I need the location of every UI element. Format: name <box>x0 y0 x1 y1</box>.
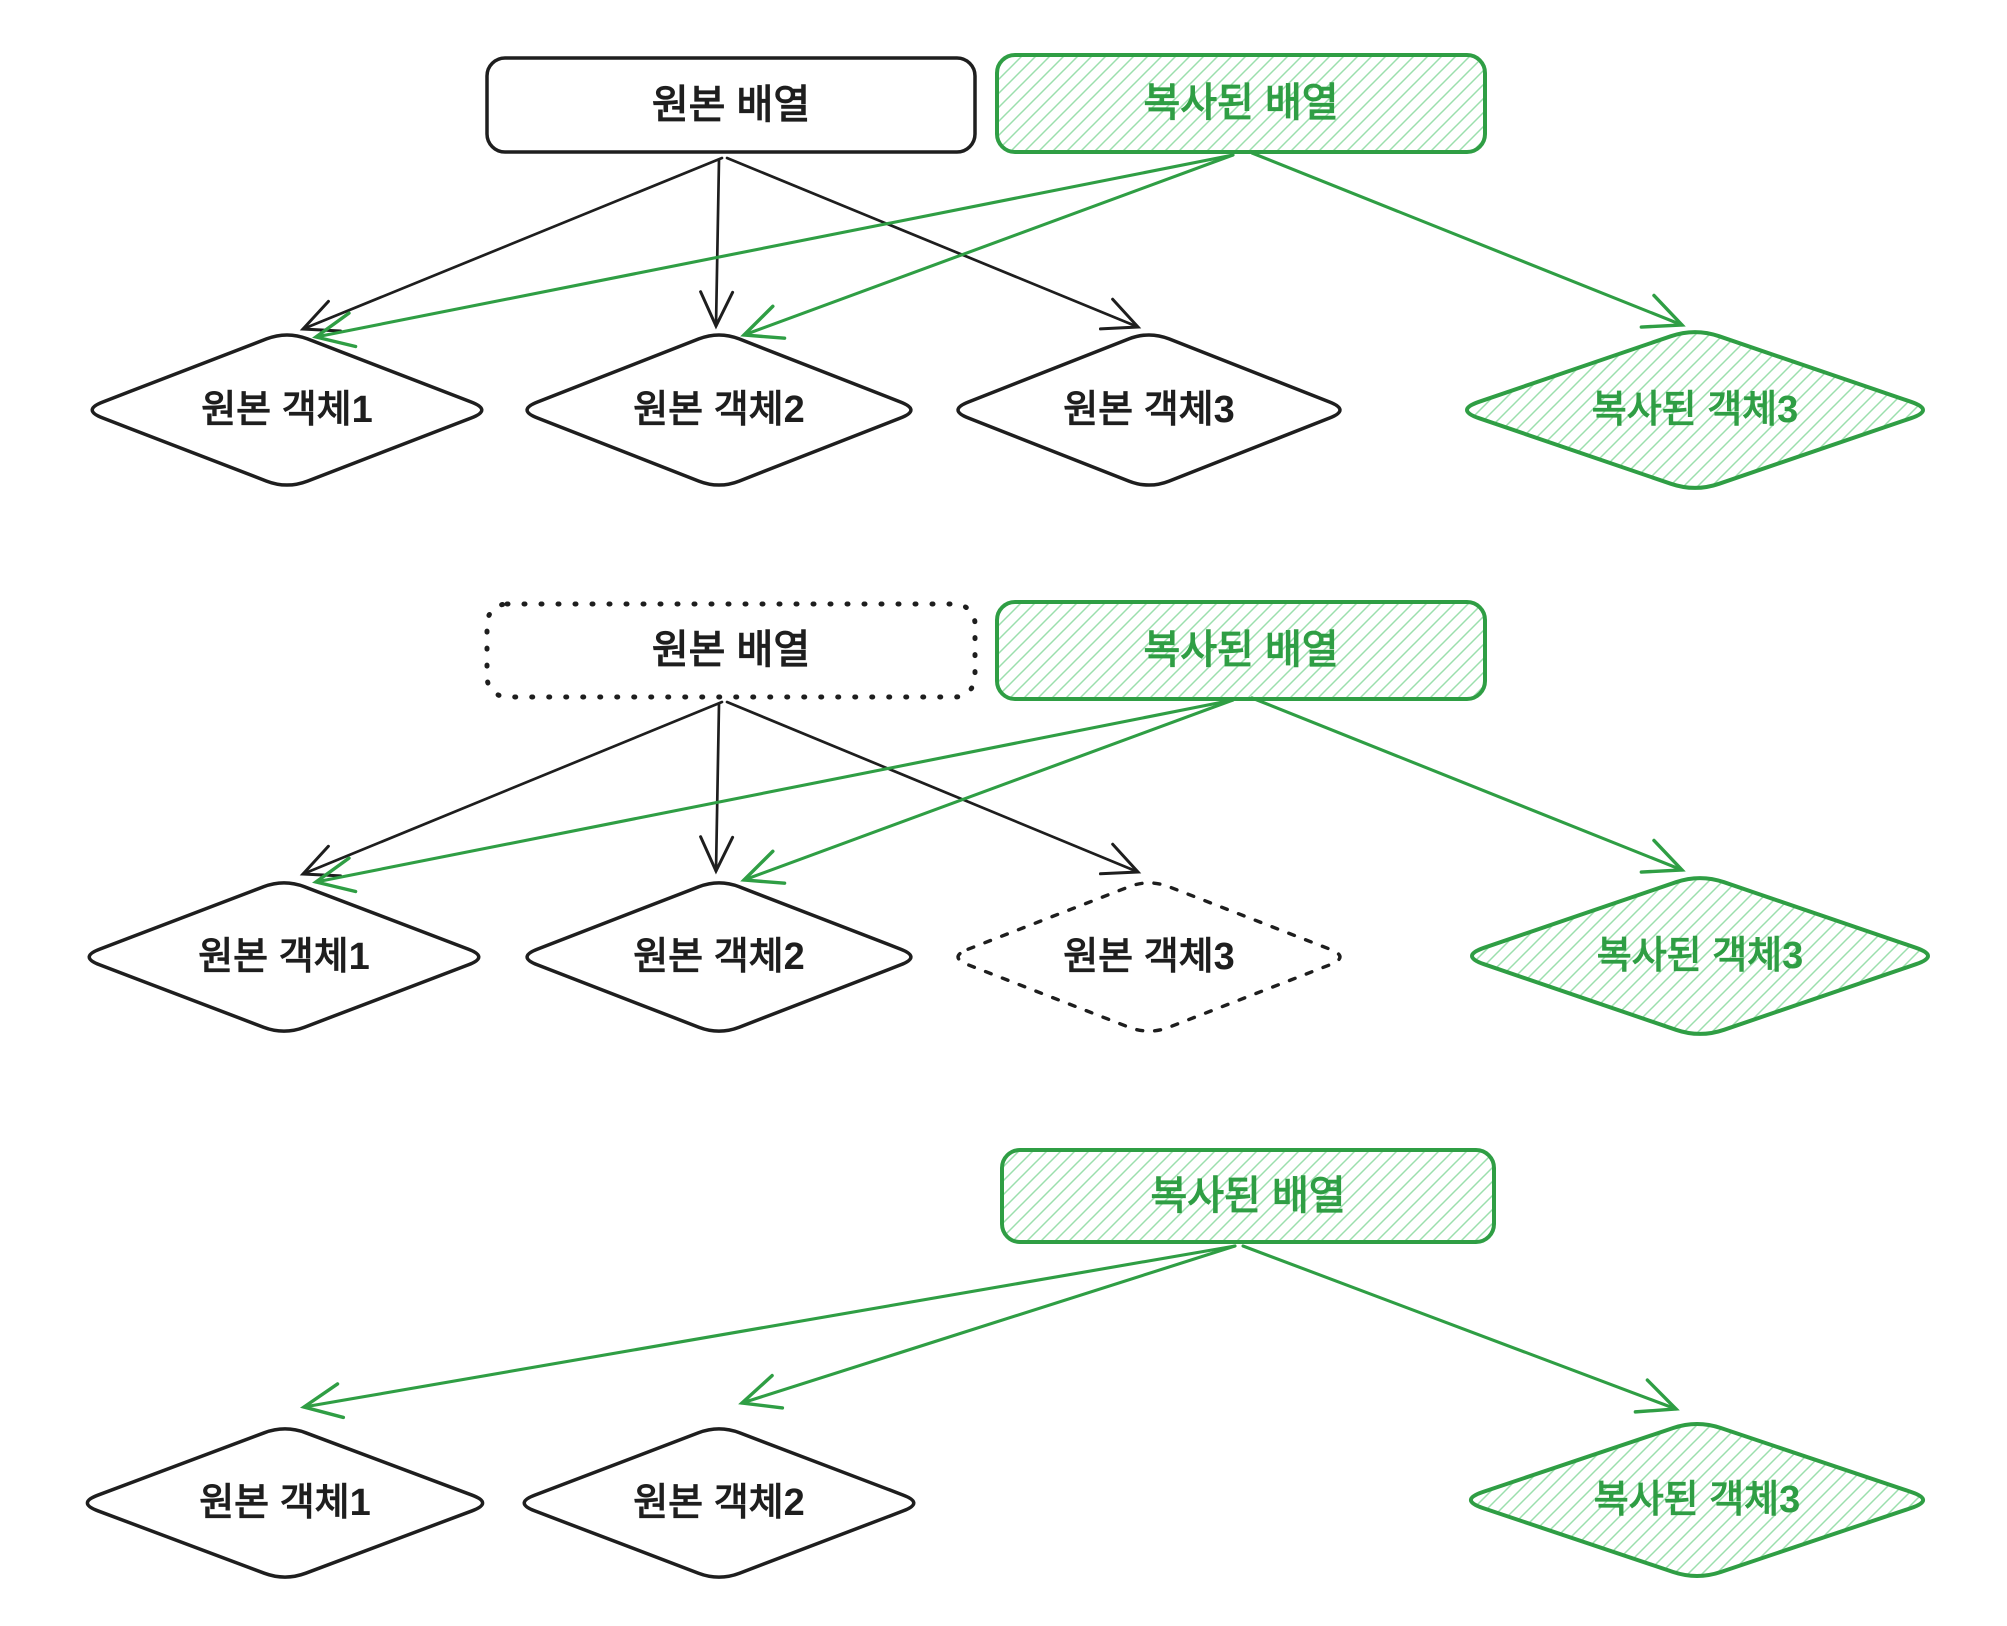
original-object3-diamond <box>956 333 1342 487</box>
section-step3: 복사된 배열 원본 객체1 원본 객체2 복사된 객체3 <box>85 1148 1926 1579</box>
copied-array-label: 복사된 배열 <box>1143 628 1338 672</box>
copied-array-label: 복사된 배열 <box>1143 81 1338 125</box>
arrow-copied-to-copied-object3 <box>1250 151 1686 329</box>
copied-object3-label: 복사된 객체3 <box>1592 389 1799 431</box>
original-object3-diamond-dotted <box>956 881 1342 1033</box>
arrow-original-to-object1 <box>299 700 724 878</box>
original-object2-label: 원본 객체2 <box>633 1482 805 1524</box>
copied-array-box <box>995 600 1487 701</box>
arrow-copied-to-object1 <box>312 153 1235 349</box>
copied-object3-label: 복사된 객체3 <box>1597 935 1804 977</box>
copied-object3-diamond <box>1465 330 1925 490</box>
original-object1-diamond <box>90 333 484 487</box>
section-step1: 원본 배열 복사된 배열 원본 객체1 원본 객체2 원본 객체3 복사된 객체… <box>90 53 1925 490</box>
original-object3-label: 원본 객체3 <box>1063 389 1235 431</box>
section-step2: 원본 배열 복사된 배열 원본 객체1 원본 객체2 원본 객체3 복사된 객체… <box>87 600 1930 1036</box>
original-array-box <box>485 56 977 154</box>
original-object2-diamond <box>522 1427 916 1579</box>
arrow-copied-to-object2 <box>738 1244 1237 1410</box>
original-object1-diamond <box>85 1427 485 1579</box>
copied-array-label: 복사된 배열 <box>1150 1174 1345 1218</box>
arrow-original-to-object2 <box>699 702 735 875</box>
original-object1-label: 원본 객체1 <box>201 389 373 431</box>
copied-array-box <box>995 53 1487 154</box>
arrow-copied-to-copied-object3 <box>1250 696 1686 874</box>
arrow-copied-to-object2 <box>740 698 1235 885</box>
arrow-original-to-object1 <box>299 156 724 333</box>
original-array-label: 원본 배열 <box>652 83 810 127</box>
original-object1-label: 원본 객체1 <box>199 1482 371 1524</box>
original-object3-label: 원본 객체3 <box>1063 936 1235 978</box>
copied-object3-label: 복사된 객체3 <box>1594 1479 1801 1521</box>
copied-object3-diamond <box>1468 1422 1926 1578</box>
arrow-original-to-object3 <box>725 700 1142 876</box>
original-object1-label: 원본 객체1 <box>198 936 370 978</box>
arrow-copied-to-object1 <box>299 1244 1237 1420</box>
arrow-original-to-object3 <box>725 156 1142 331</box>
original-array-box-dotted <box>484 601 978 700</box>
copied-array-box <box>1000 1148 1496 1244</box>
original-object2-diamond <box>525 881 913 1033</box>
arrow-original-to-object2 <box>699 158 735 330</box>
arrow-copied-to-object1 <box>312 698 1235 894</box>
arrow-copied-to-object2 <box>740 153 1235 340</box>
original-object2-label: 원본 객체2 <box>633 389 805 431</box>
copied-object3-diamond <box>1470 876 1930 1036</box>
arrow-copied-to-copied-object3 <box>1241 1244 1680 1414</box>
original-object2-diamond <box>525 333 913 487</box>
original-object1-diamond <box>87 881 481 1033</box>
original-array-label: 원본 배열 <box>652 628 810 672</box>
original-object2-label: 원본 객체2 <box>633 936 805 978</box>
